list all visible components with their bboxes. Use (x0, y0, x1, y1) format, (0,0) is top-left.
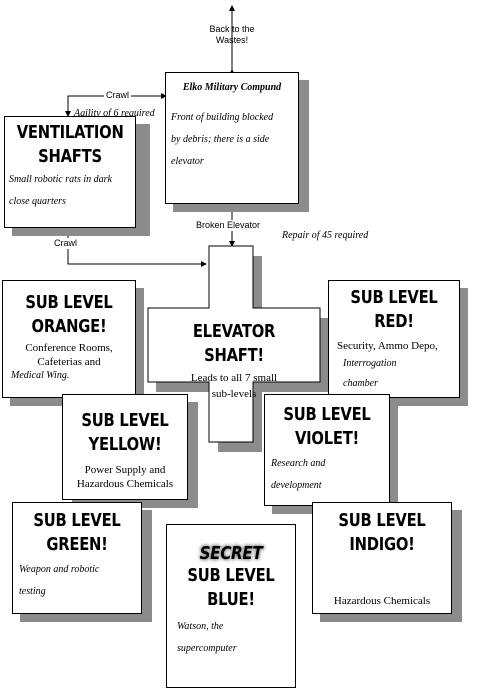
sublevel-indigo-box[interactable]: SUB LEVEL INDIGO! Hazardous Chemicals (312, 502, 452, 614)
elevator-desc: Leads to all 7 small sub-levels (190, 372, 278, 400)
violet-desc: Research and development (271, 458, 326, 491)
yellow-desc: Power Supply and Hazardous Chemicals (76, 464, 174, 490)
green-title: SUB LEVEL GREEN! (33, 510, 121, 555)
green-desc: Weapon and robotic testing (19, 564, 100, 597)
secret-label: SECRET (199, 543, 263, 564)
back-to-wastes-label[interactable]: Back to the Wastes! (209, 24, 255, 45)
red-title: SUB LEVEL RED! (350, 287, 438, 332)
orange-desc: Conference Rooms, Cafeterias and Medical… (11, 342, 113, 381)
sublevel-blue-box[interactable]: SECRET SUB LEVEL BLUE! Watson, the super… (166, 524, 296, 688)
agility-label: Agility of 6 required (74, 108, 155, 119)
compound-desc: Front of building blocked by debris; the… (171, 112, 274, 167)
orange-title: SUB LEVEL ORANGE! (25, 292, 113, 337)
repair-label: Repair of 45 required (282, 230, 369, 241)
red-desc: Security, Ammo Depo, (337, 340, 438, 352)
sublevel-violet-box[interactable]: SUB LEVEL VIOLET! Research and developme… (264, 394, 390, 506)
broken-elevator-label: Broken Elevator (194, 220, 263, 231)
compound-title: Elko Military Compund (182, 82, 282, 93)
yellow-title: SUB LEVEL YELLOW! (81, 410, 169, 455)
blue-desc: Watson, the supercomputer (177, 621, 237, 654)
crawl-top-arrow (65, 95, 165, 117)
ventilation-title: VENTILATION SHAFTS (16, 122, 124, 167)
indigo-title: SUB LEVEL INDIGO! (338, 510, 426, 555)
sublevel-yellow-box[interactable]: SUB LEVEL YELLOW! Power Supply and Hazar… (62, 394, 188, 500)
sublevel-green-box[interactable]: SUB LEVEL GREEN! Weapon and robotic test… (12, 502, 142, 614)
indigo-desc: Hazardous Chemicals (333, 595, 431, 607)
sublevel-orange-box[interactable]: SUB LEVEL ORANGE! Conference Rooms, Cafe… (2, 280, 136, 398)
sublevel-red-box[interactable]: SUB LEVEL RED! Security, Ammo Depo, Inte… (328, 280, 460, 398)
violet-title: SUB LEVEL VIOLET! (283, 404, 371, 449)
blue-title: SUB LEVEL BLUE! (187, 565, 275, 610)
elevator-title: ELEVATOR SHAFT! (192, 321, 276, 366)
red-desc-italic: Interrogation chamber (343, 358, 397, 389)
ventilation-box[interactable]: VENTILATION SHAFTS Small robotic rats in… (4, 116, 136, 228)
crawl-bottom-label: Crawl (52, 238, 80, 249)
elevator-shaft[interactable]: ELEVATOR SHAFT! Leads to all 7 small sub… (146, 320, 322, 402)
crawl-top-label: Crawl (104, 90, 132, 101)
ventilation-desc: Small robotic rats in dark close quarter… (9, 174, 112, 207)
compound-box[interactable]: Elko Military Compund Front of building … (165, 72, 299, 204)
